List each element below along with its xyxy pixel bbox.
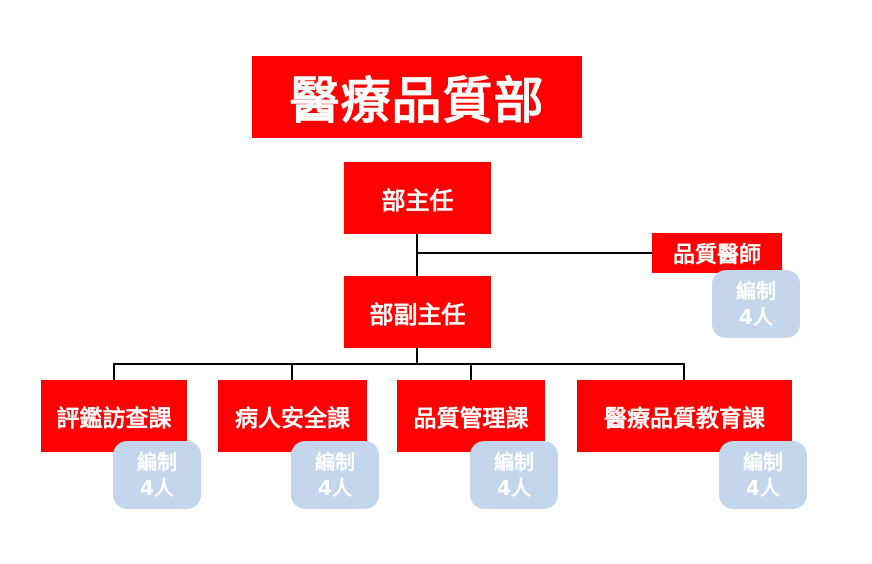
quota-count: 4人: [140, 476, 174, 500]
section-node-patient-safety: 病人安全課: [218, 380, 367, 452]
quality-physician-node: 品質醫師: [652, 233, 782, 273]
section-quota-quality-education: 編制 4人: [719, 441, 807, 509]
section-quota-quality-management: 編制 4人: [470, 441, 558, 509]
quota-count: 4人: [318, 476, 352, 500]
quota-label: 編制: [736, 279, 776, 303]
section-quota-patient-safety: 編制 4人: [291, 441, 379, 509]
director-node: 部主任: [344, 162, 491, 234]
section-node-quality-education: 醫療品質教育課: [577, 380, 792, 452]
deputy-director-node: 部副主任: [344, 276, 491, 348]
quota-count: 4人: [739, 305, 773, 329]
section-node-accreditation: 評鑑訪查課: [41, 380, 187, 452]
quality-physician-quota: 編制 4人: [712, 270, 800, 338]
department-title: 醫療品質部: [252, 56, 582, 138]
quota-label: 編制: [315, 450, 355, 474]
section-quota-accreditation: 編制 4人: [113, 441, 201, 509]
quota-count: 4人: [746, 476, 780, 500]
quota-count: 4人: [497, 476, 531, 500]
section-node-quality-management: 品質管理課: [397, 380, 545, 452]
quota-label: 編制: [494, 450, 534, 474]
quota-label: 編制: [743, 450, 783, 474]
quota-label: 編制: [137, 450, 177, 474]
